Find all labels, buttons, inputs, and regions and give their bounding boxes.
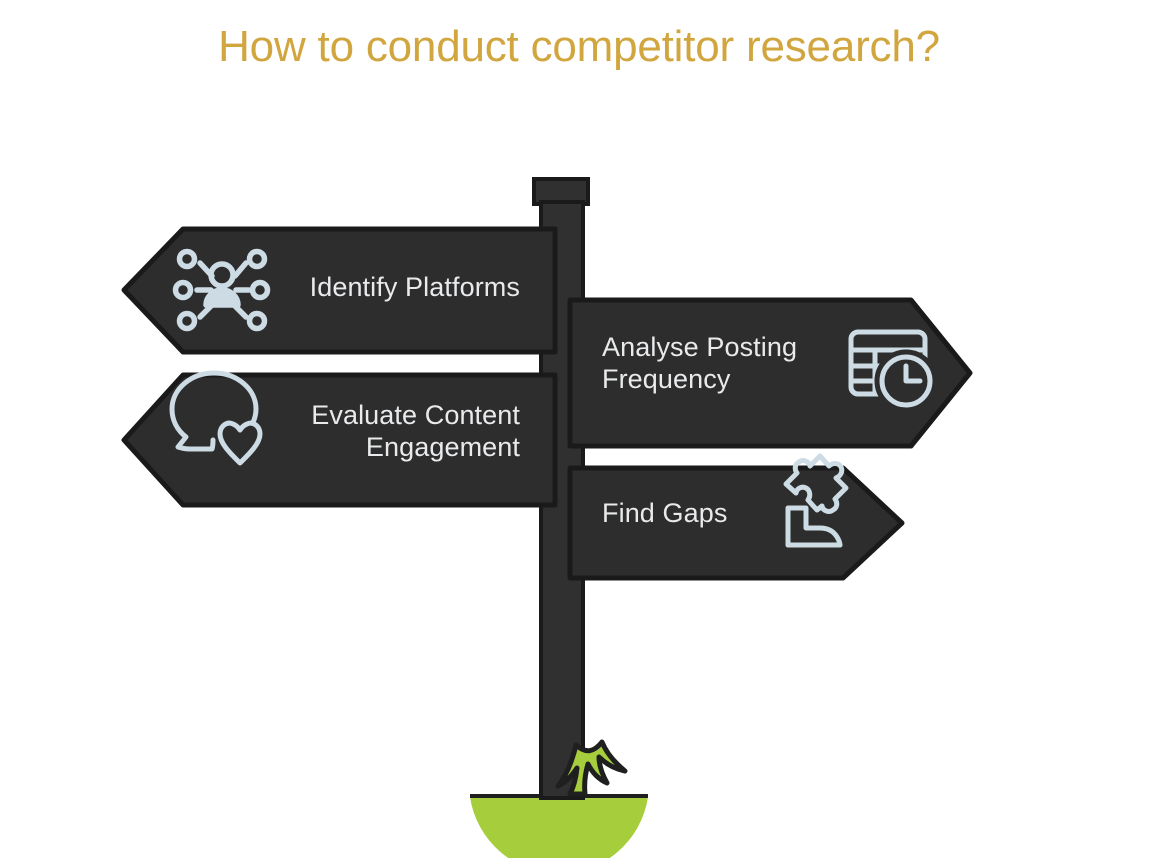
sign-evaluate-content-engagement-text-area [232, 398, 522, 470]
sign-analyse-posting-frequency[interactable] [567, 297, 973, 449]
calendar-clock-icon [848, 329, 938, 413]
sign-evaluate-content-engagement[interactable] [121, 370, 558, 508]
speech-bubble-heart-icon [169, 370, 263, 466]
page-title: How to conduct competitor research? [218, 22, 940, 71]
sign-find-gaps-text-area [600, 500, 790, 542]
grass-mound [470, 794, 648, 858]
sign-analyse-posting-frequency-text-area [600, 330, 840, 400]
puzzle-hand-icon [783, 453, 849, 548]
grass-tufts [555, 739, 628, 797]
sign-identify-platforms-text-area [232, 270, 522, 312]
sign-find-gaps[interactable] [567, 453, 905, 581]
sign-identify-platforms[interactable] [121, 226, 558, 355]
network-person-icon [172, 248, 271, 332]
